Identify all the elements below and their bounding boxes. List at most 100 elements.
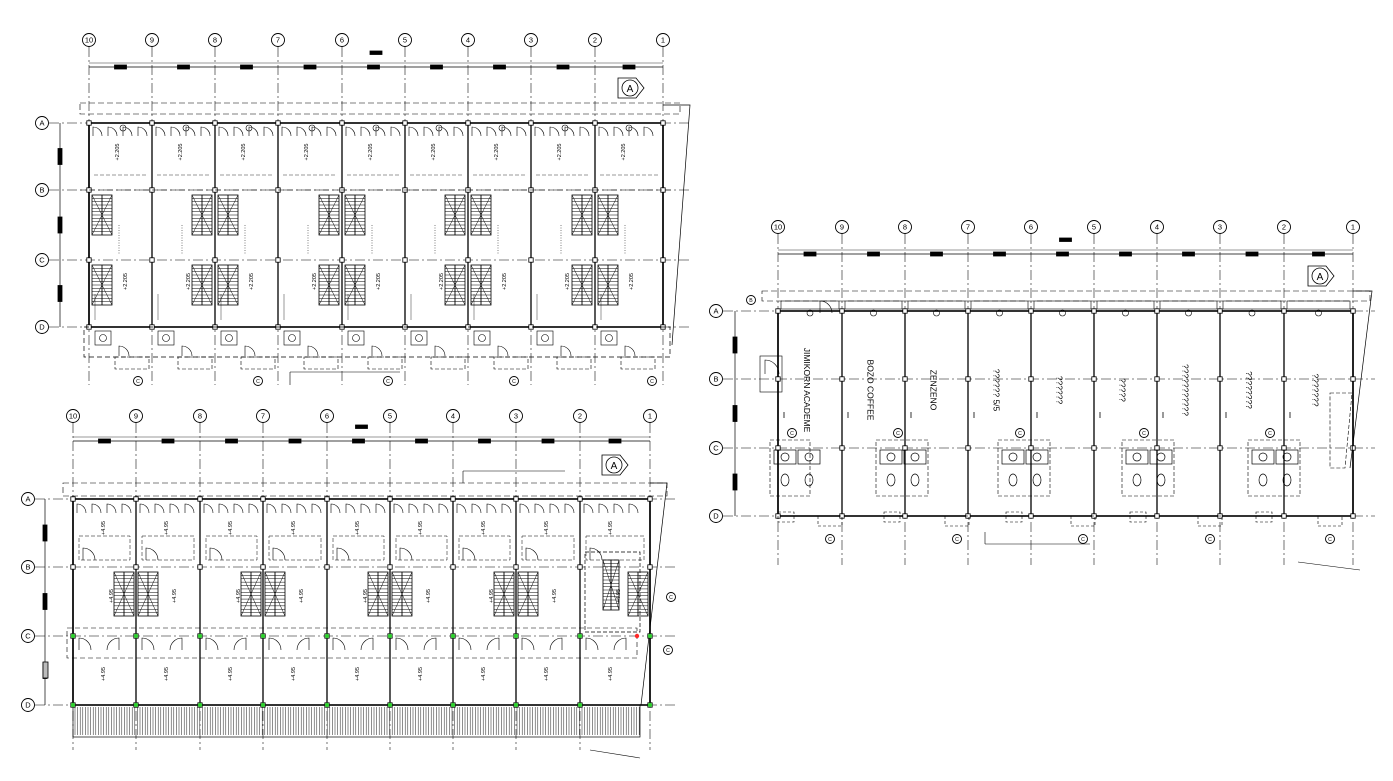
grid-column-bubble: 10 xyxy=(82,33,96,47)
elevation-tag: C xyxy=(1078,534,1088,544)
door-swing xyxy=(534,503,545,514)
elevation-tag: C xyxy=(825,534,835,544)
column-post xyxy=(450,564,456,570)
entrance-step xyxy=(1317,515,1343,527)
door-swing xyxy=(141,637,155,651)
grid-column-bubble: 5 xyxy=(383,409,397,423)
svg-text:1: 1 xyxy=(1351,223,1355,232)
stair xyxy=(240,571,262,617)
grid-column-bubble: 4 xyxy=(461,33,475,47)
column-post xyxy=(86,120,92,126)
door-swing xyxy=(399,547,413,561)
svg-text:C: C xyxy=(256,379,260,385)
column-post xyxy=(339,120,345,126)
svg-text:7: 7 xyxy=(261,412,265,421)
column-post xyxy=(260,564,266,570)
door-swing xyxy=(121,503,132,514)
column-post xyxy=(1091,445,1097,451)
column-post xyxy=(324,496,330,502)
door-swing xyxy=(613,126,624,137)
door-swing xyxy=(233,126,244,137)
dimension-tick xyxy=(161,438,175,444)
column-post xyxy=(965,376,971,382)
grid-column-bubble: 7 xyxy=(271,33,285,47)
grid-column-bubble: 6 xyxy=(320,409,334,423)
door-swing xyxy=(525,547,539,561)
outlet xyxy=(1248,309,1256,317)
shopfront xyxy=(844,300,903,310)
svg-text:C: C xyxy=(790,431,794,437)
stair xyxy=(627,571,649,617)
grid-row-bubble: B xyxy=(709,372,723,386)
dimension-tick xyxy=(478,438,491,444)
svg-text:C: C xyxy=(896,431,900,437)
room-level-tag: +2.205 xyxy=(123,273,129,290)
door-swing xyxy=(248,503,259,514)
elevation-tag: C xyxy=(893,428,903,438)
room-level-tag: +4.95 xyxy=(608,521,614,535)
room-level-tag: +4.95 xyxy=(418,521,424,535)
column-post xyxy=(387,496,393,502)
svg-text:3: 3 xyxy=(1218,223,1222,232)
entrance-step xyxy=(303,356,339,370)
svg-text:C: C xyxy=(136,379,140,385)
svg-text:10: 10 xyxy=(774,223,782,232)
room-level-tag: +4.95 xyxy=(291,667,297,681)
balcony-outline xyxy=(62,482,668,497)
column-post xyxy=(149,257,155,263)
column-post xyxy=(513,564,519,570)
column-post xyxy=(577,496,583,502)
dimension-tick xyxy=(930,251,943,257)
column-post xyxy=(275,120,281,126)
stair xyxy=(91,264,113,306)
room-level-tag: +4.95 xyxy=(418,667,424,681)
door-swing xyxy=(185,126,196,137)
svg-text:C: C xyxy=(828,537,832,543)
toilet-block xyxy=(773,449,821,487)
column-post xyxy=(402,120,408,126)
room-level-tag: +4.95 xyxy=(552,589,558,603)
toilet-block xyxy=(1251,449,1299,487)
column-post xyxy=(70,564,76,570)
stair xyxy=(318,194,340,236)
svg-text:4: 4 xyxy=(466,36,470,45)
room-level-tag: +4.95 xyxy=(363,589,369,603)
dimension-tick xyxy=(732,473,738,491)
door-swing xyxy=(345,126,356,137)
skew-wall xyxy=(1349,290,1373,469)
outlet xyxy=(245,124,253,132)
section-marker: A xyxy=(601,454,629,476)
column-post xyxy=(775,445,781,451)
column-marker xyxy=(260,633,266,639)
door-swing xyxy=(628,126,639,137)
stair xyxy=(217,264,239,306)
door-swing xyxy=(330,503,341,514)
outlet xyxy=(182,124,190,132)
room-level-tag: +4.95 xyxy=(109,589,115,603)
column-post xyxy=(775,308,781,314)
dimension-tick xyxy=(98,438,111,444)
column-marker xyxy=(647,633,653,639)
svg-text:1: 1 xyxy=(648,412,652,421)
dimension-tick xyxy=(42,593,48,610)
stair xyxy=(602,559,620,611)
shopfront xyxy=(1286,300,1351,310)
shop-name: JIMIKORN ACADEME xyxy=(802,348,812,433)
section-marker: A xyxy=(617,77,645,99)
room-level-tag: +2.205 xyxy=(241,144,247,161)
room-level-tag: +4.95 xyxy=(101,667,107,681)
stair xyxy=(318,264,340,306)
svg-text:C: C xyxy=(1018,431,1022,437)
column-post xyxy=(197,496,203,502)
door-swing xyxy=(332,637,346,651)
column-post xyxy=(465,257,471,263)
grid-column-bubble: 6 xyxy=(335,33,349,47)
door-swing xyxy=(819,300,833,314)
room-level-tag: +2.205 xyxy=(621,144,627,161)
grid-column-bubble: 7 xyxy=(256,409,270,423)
svg-text:C: C xyxy=(666,648,670,654)
column-marker xyxy=(387,633,393,639)
elevation-tag: C xyxy=(509,376,519,386)
entrance-step xyxy=(1129,511,1147,523)
svg-text:9: 9 xyxy=(150,36,154,45)
